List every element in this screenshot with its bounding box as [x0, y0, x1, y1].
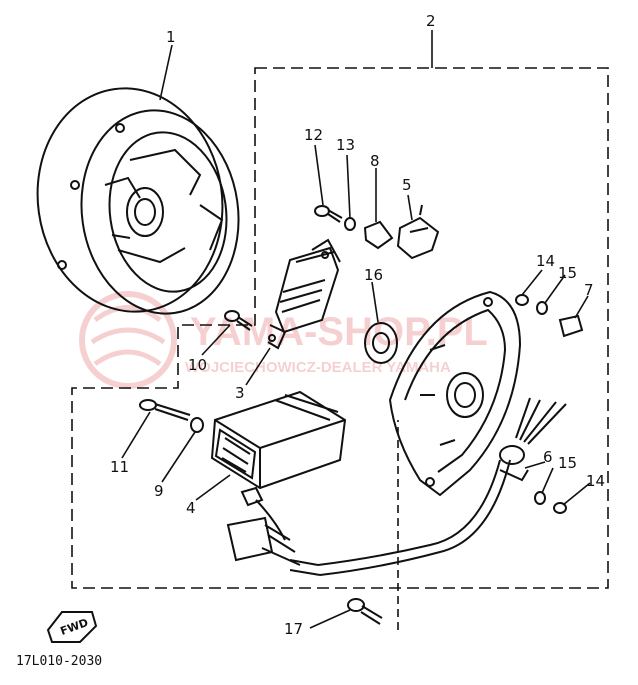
fwd-arrow-badge: FWD	[46, 611, 98, 643]
label-13: 13	[336, 136, 355, 154]
washer-9	[190, 417, 204, 433]
watermark-logo-ring	[79, 291, 177, 389]
connector-plug	[226, 486, 301, 566]
oil-seal	[364, 322, 398, 364]
pulser-coil	[396, 204, 440, 260]
washer-15-upper	[536, 301, 548, 315]
stator-base-plate	[388, 290, 522, 497]
label-15-lower: 15	[558, 454, 577, 472]
label-5: 5	[402, 176, 412, 194]
label-12: 12	[304, 126, 323, 144]
label-16: 16	[364, 266, 383, 284]
watermark-logo-waves	[90, 305, 166, 367]
washer-15-lower	[534, 491, 546, 505]
screw-14-upper	[515, 294, 529, 306]
washer-13	[344, 217, 356, 231]
fwd-label: FWD	[59, 616, 90, 638]
label-17: 17	[284, 620, 303, 638]
watermark: YAMA-SHOP.PL WOJCIECHOWICZ-DEALER YAMAHA	[79, 291, 488, 389]
label-6: 6	[543, 448, 553, 466]
label-4: 4	[186, 499, 196, 517]
label-9: 9	[154, 482, 164, 500]
watermark-subtitle: WOJCIECHOWICZ-DEALER YAMAHA	[185, 359, 451, 376]
label-11: 11	[110, 458, 129, 476]
label-1: 1	[166, 28, 176, 46]
clamp-7	[558, 314, 584, 338]
clip-bracket	[363, 220, 394, 250]
callout-labels: 1 2 3 4 5 6 7 8 9 10 11 12 13 14 14 15 1…	[110, 12, 605, 638]
screw-17	[347, 598, 383, 625]
bolt-11	[139, 399, 191, 421]
cdi-unit	[210, 390, 347, 490]
flywheel-rotor	[36, 87, 240, 315]
label-7: 7	[584, 281, 594, 299]
leader-lines	[121, 30, 591, 630]
wire-harness	[289, 397, 567, 576]
stator-coil	[267, 238, 341, 350]
label-2: 2	[426, 12, 436, 30]
screw-12	[314, 205, 343, 223]
screw-10	[224, 310, 253, 331]
label-8: 8	[370, 152, 380, 170]
screw-14-lower	[553, 502, 567, 514]
label-14-lower: 14	[586, 472, 605, 490]
label-15-upper: 15	[558, 264, 577, 282]
fwd-arrow-icon	[46, 611, 98, 643]
drawing-code: 17L010-2030	[16, 654, 102, 669]
label-3: 3	[235, 384, 245, 402]
label-10: 10	[188, 356, 207, 374]
label-14-upper: 14	[536, 252, 555, 270]
